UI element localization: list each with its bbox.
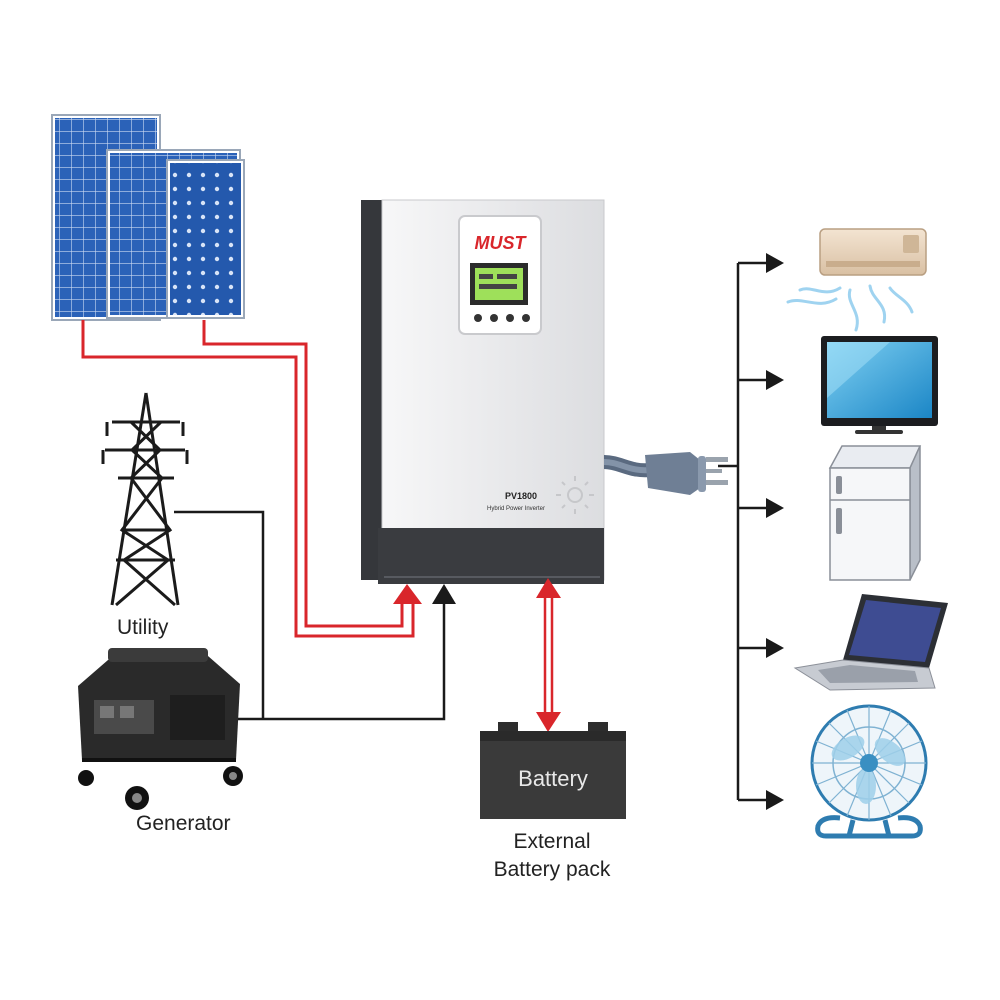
utility-tower-icon (101, 392, 189, 607)
laptop-icon (793, 594, 948, 691)
generator-icon (78, 648, 243, 810)
utility-line (174, 510, 265, 719)
inverter-sun-logo (556, 476, 594, 514)
utility-label: Utility (117, 616, 169, 639)
battery-caption-line2: Battery pack (493, 858, 611, 881)
generator-line (238, 600, 446, 721)
model-label: PV1800 (505, 491, 537, 501)
display-buttons (474, 314, 530, 322)
output-bus (718, 261, 768, 802)
television-icon (821, 336, 938, 434)
ac-input-lines (174, 510, 446, 721)
fan-icon (810, 704, 928, 839)
refrigerator-icon (828, 445, 922, 581)
brand-logo: MUST (475, 233, 528, 253)
pv-line-inner (202, 320, 404, 628)
solar-panel-front (166, 159, 245, 319)
output-arrow-heads (766, 253, 784, 810)
pv-line-outer (81, 320, 415, 638)
pv-arrow-head (393, 584, 422, 604)
battery-arrow (536, 578, 561, 732)
battery-label: Battery (518, 766, 588, 791)
ac-input-arrow-head (432, 584, 456, 604)
power-plug-icon (603, 452, 728, 495)
battery-icon: Battery (480, 722, 626, 819)
solar-panels (51, 114, 245, 321)
battery-caption-line1: External (513, 830, 591, 853)
pv-dc-lines (81, 320, 415, 638)
inverter-unit: MUST PV1800 Hybrid Power Inverter (361, 199, 605, 584)
air-conditioner-icon (786, 228, 927, 332)
generator-label: Generator (136, 812, 231, 835)
model-subtitle: Hybrid Power Inverter (487, 506, 545, 512)
